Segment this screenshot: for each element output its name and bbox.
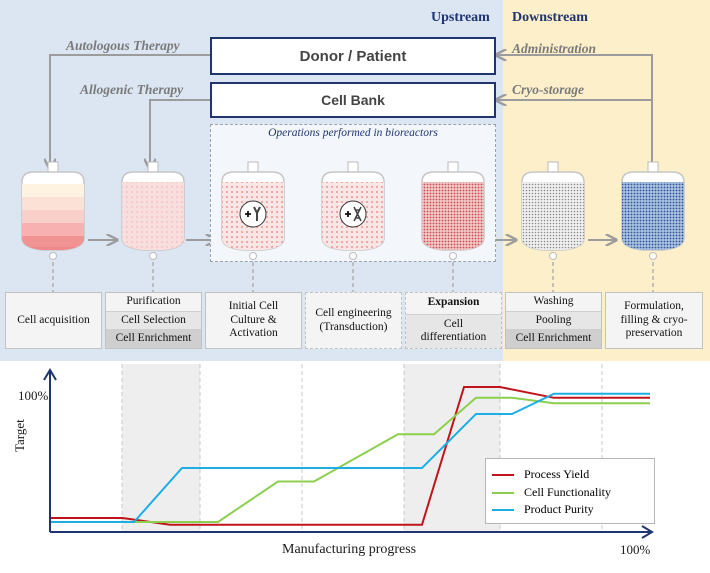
legend-label-product-purity: Product Purity — [524, 502, 594, 516]
process-chart — [43, 364, 654, 539]
administration-label: Administration — [512, 41, 597, 56]
dna-icon — [339, 200, 367, 228]
step-differentiation-label: Cell differentiation — [406, 313, 501, 348]
bioreactor-bags — [21, 161, 685, 260]
series-line-product-purity — [50, 392, 650, 523]
expansion-bag — [421, 161, 485, 260]
y-max-label: 100% — [18, 388, 49, 403]
step-culture-label: Initial Cell Culture & Activation — [228, 299, 279, 340]
autologous-arrow — [50, 54, 210, 168]
culture-bag — [221, 161, 285, 260]
donor-patient-box: Donor / Patient — [210, 37, 496, 75]
step-culture: Initial Cell Culture & Activation — [205, 292, 302, 349]
y-axis-label: Target — [12, 419, 27, 452]
series-line-cell-functionality — [50, 396, 650, 523]
legend-label-cell-functionality: Cell Functionality — [524, 485, 611, 499]
autologous-label: Autologous Therapy — [66, 38, 180, 53]
administration-arrow — [497, 55, 653, 168]
x-max-label: 100% — [620, 542, 651, 557]
step-cell-enrichment-2-label: Cell Enrichment — [506, 329, 601, 349]
allogenic-arrow — [150, 99, 210, 168]
cell-acquisition-bag — [21, 161, 85, 260]
step-pooling-label: Pooling — [506, 310, 601, 330]
series-line-process-yield — [50, 386, 650, 526]
step-formulation-label: Formulation, filling & cryo-preservation — [620, 299, 688, 340]
cryo-storage-label: Cryo-storage — [512, 82, 584, 97]
stage-band-2 — [404, 364, 500, 532]
bioreactor-title: Operations performed in bioreactors — [268, 127, 438, 139]
antibody-icon — [239, 200, 267, 228]
allogenic-label: Allogenic Therapy — [80, 82, 184, 97]
x-axis-label: Manufacturing progress — [282, 542, 417, 557]
step-expansion: Expansion Cell differentiation — [405, 292, 502, 349]
washing-bag — [521, 161, 585, 260]
step-purification: Purification Cell Selection Cell Enrichm… — [105, 292, 202, 349]
step-engineering: Cell engineering (Transduction) — [305, 292, 402, 349]
step-formulation: Formulation, filling & cryo-preservation — [605, 292, 703, 349]
formulation-bag — [621, 161, 685, 260]
legend-item-cell-functionality: Cell Functionality — [492, 485, 611, 500]
step-cell-enrichment-label: Cell Enrichment — [106, 329, 201, 349]
step-cell-selection-label: Cell Selection — [106, 310, 201, 330]
cell-bank-box: Cell Bank — [210, 82, 496, 118]
upstream-header: Upstream — [431, 10, 490, 25]
downstream-header: Downstream — [512, 10, 588, 25]
engineering-bag — [321, 161, 385, 260]
step-purification-label: Purification — [126, 294, 181, 307]
legend-item-process-yield: Process Yield — [492, 467, 589, 482]
step-engineering-label: Cell engineering (Transduction) — [315, 306, 392, 333]
legend-item-product-purity: Product Purity — [492, 502, 594, 517]
step-cell-acquisition-label: Cell acquisition — [17, 313, 90, 326]
step-expansion-label: Expansion — [427, 296, 480, 309]
step-cell-acquisition: Cell acquisition — [5, 292, 102, 349]
stage-band-1 — [122, 364, 200, 532]
step-washing-label: Washing — [533, 294, 574, 307]
chart-legend: Process Yield Cell Functionality Product… — [485, 458, 655, 524]
legend-label-process-yield: Process Yield — [524, 467, 590, 481]
purification-bag — [121, 161, 185, 260]
step-washing: Washing Pooling Cell Enrichment — [505, 292, 602, 349]
